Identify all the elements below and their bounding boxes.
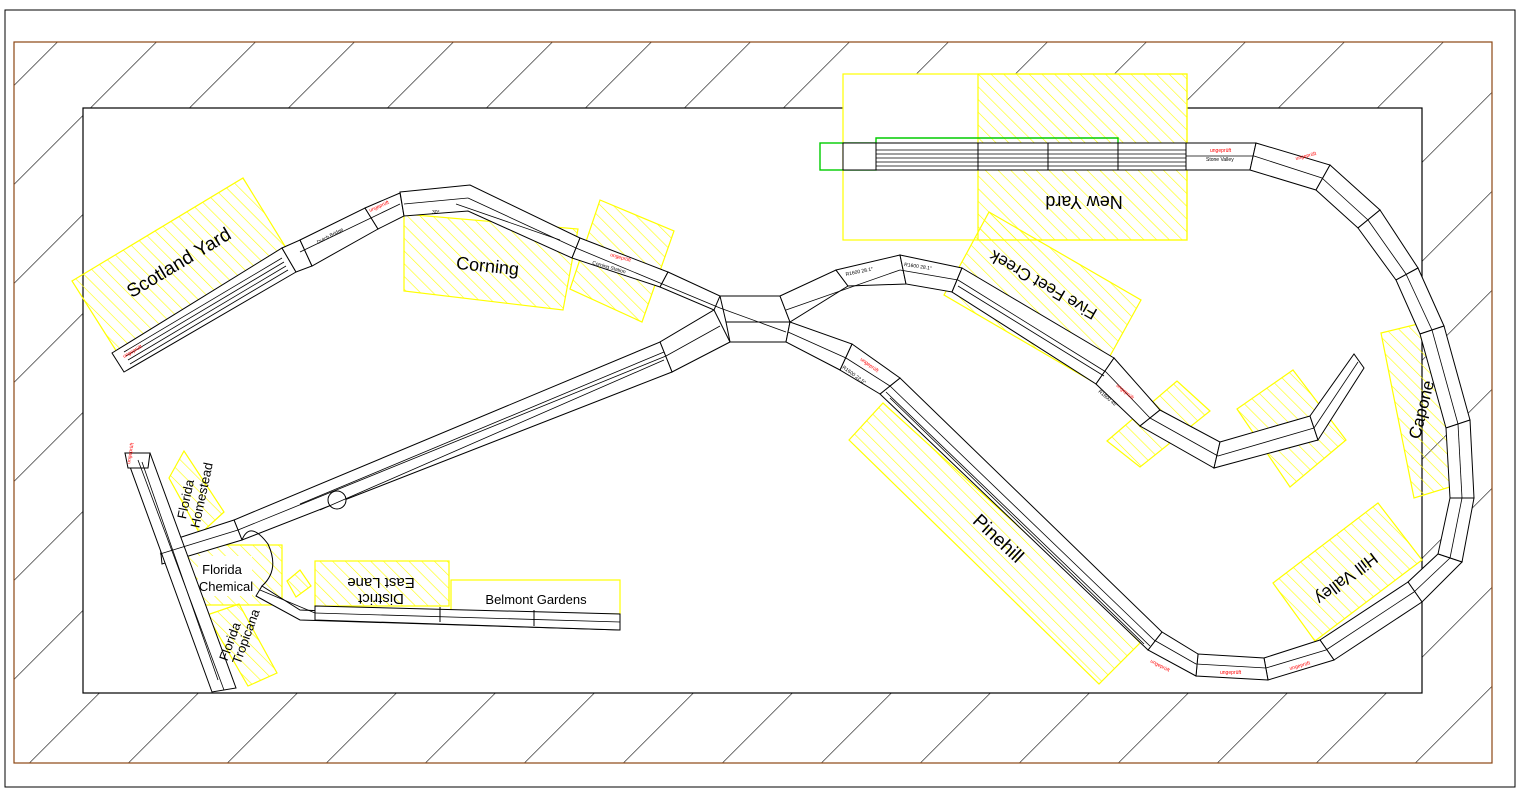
label-east-lane-line-2: District: [357, 590, 404, 607]
module-note-florida: ungeprüft: [126, 442, 136, 464]
module-note-new-yard: ungeprüft: [1210, 148, 1232, 154]
label-florida-chemical: Florida Chemical: [199, 562, 253, 594]
module-note-right-curve: ungeprüft: [1295, 151, 1318, 162]
module-note-corning: ungeprüft: [609, 252, 632, 264]
module-label-stone-valley: Stone Valley: [1206, 157, 1234, 163]
zone-hill-valley: [1272, 502, 1423, 642]
module-note-bottom-3: ungeprüft: [1289, 660, 1312, 672]
label-florida-chemical-line-2: Chemical: [199, 579, 253, 594]
label-new-yard: New Yard: [1045, 192, 1122, 212]
module-label-angle: 30°: [432, 210, 440, 216]
track-lines: [123, 149, 1463, 691]
label-east-lane-district: East Lane District: [347, 574, 415, 607]
label-east-lane-line-1: East Lane: [347, 574, 415, 591]
label-florida-chemical-line-1: Florida: [202, 562, 243, 577]
track-modules: [111, 142, 1475, 693]
label-belmont-gardens: Belmont Gardens: [485, 592, 587, 607]
zone-east-lane: [286, 560, 450, 607]
zone-belmont-gardens: [450, 579, 621, 615]
module-label-curve-1: R1600 28.1°: [845, 266, 873, 278]
highlight-outline: [875, 137, 1119, 143]
module-label-curve-2: R1600 28.1°: [904, 262, 932, 272]
room-wall-outline: [13, 41, 1493, 764]
outer-frame: [4, 9, 1516, 788]
module-note-bottom-2: ungeprüft: [1220, 670, 1242, 676]
